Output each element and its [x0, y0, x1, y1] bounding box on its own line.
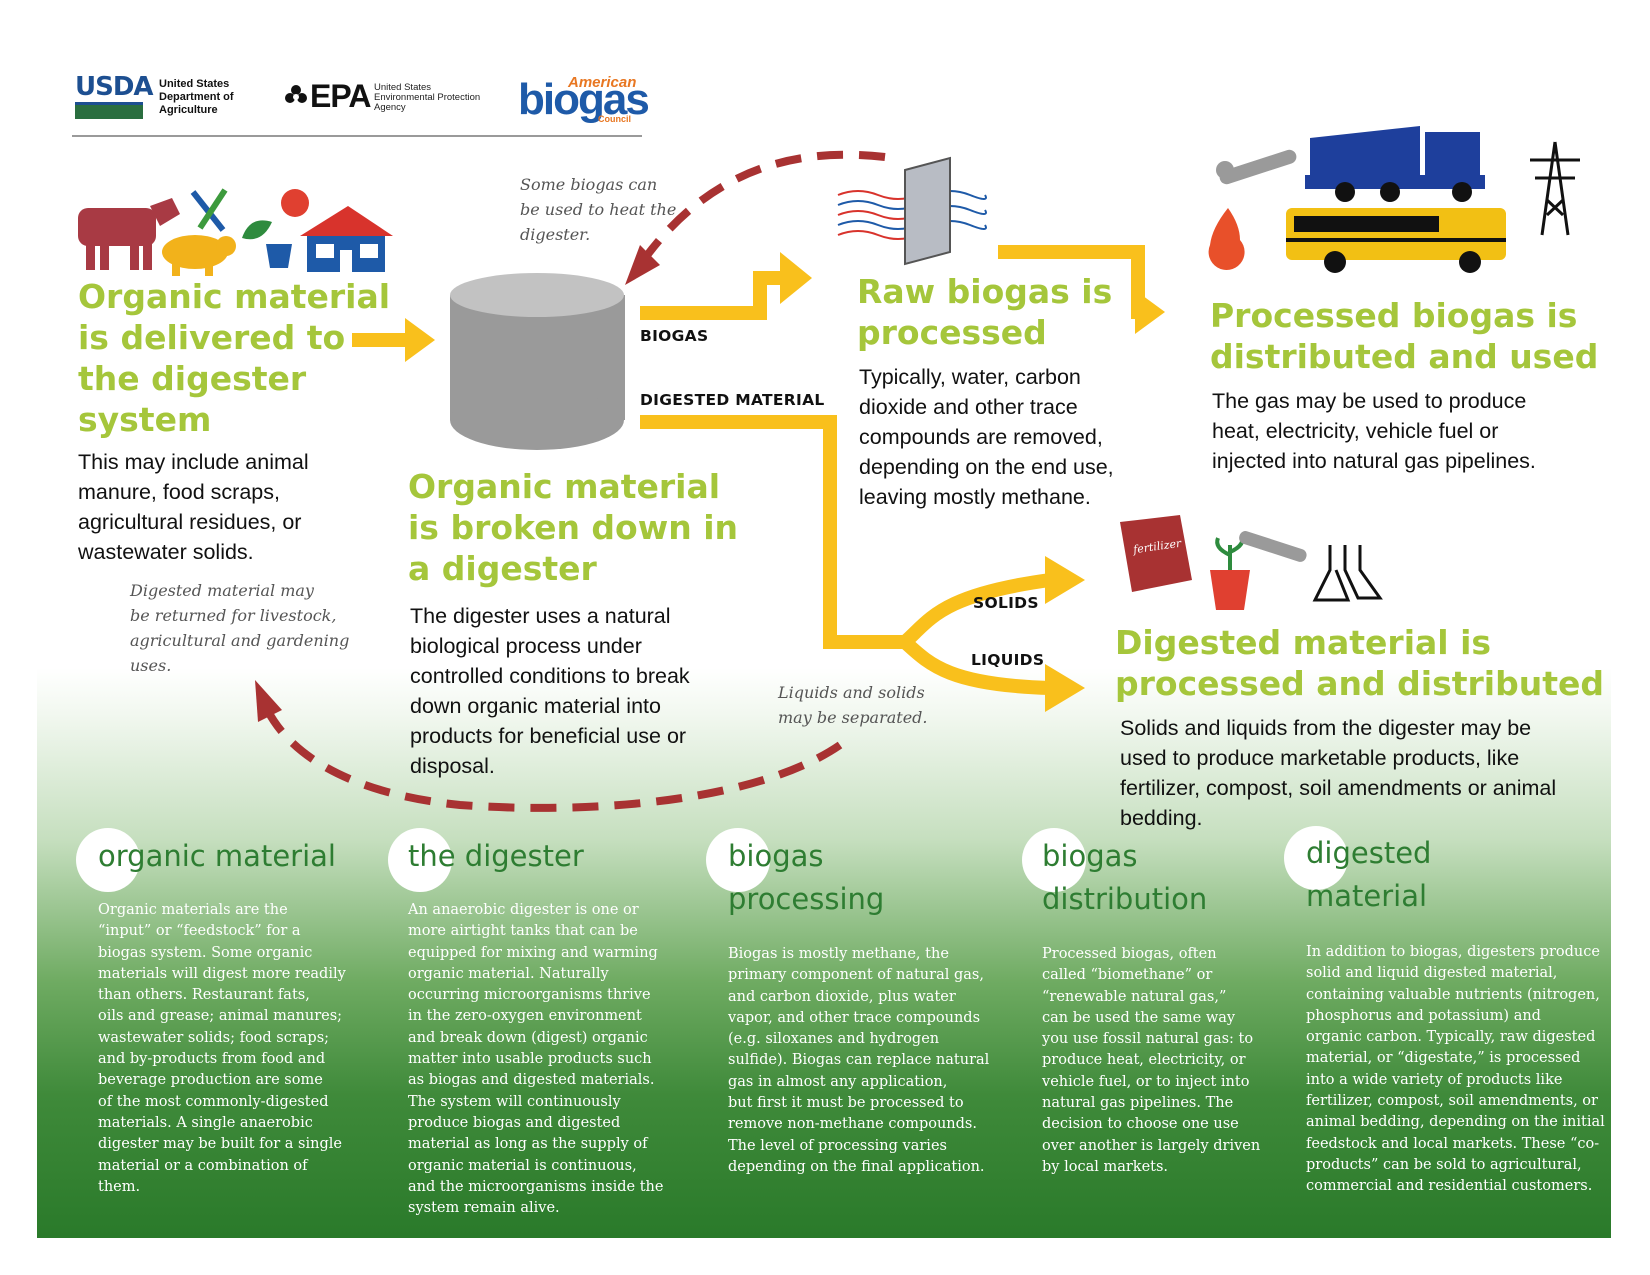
heat-return-arrow — [636, 150, 886, 268]
plant-pot-icon — [242, 220, 292, 268]
digested-material-column-title: digested material — [1306, 836, 1432, 913]
column-circle — [76, 828, 140, 892]
column-circle — [1284, 826, 1348, 890]
school-bus-icon — [1286, 208, 1506, 273]
epa-text: United States Environmental Protection A… — [374, 82, 481, 113]
solids-arrowhead — [1045, 556, 1085, 604]
liquids-branch-line — [900, 636, 1051, 695]
flame-icon — [1208, 208, 1245, 270]
heat-return-arrowhead — [625, 245, 660, 285]
cow-icon — [78, 198, 180, 270]
liquids-flow-label: LIQUIDS — [971, 651, 1045, 669]
usda-text: United States Department of Agriculture — [159, 78, 234, 116]
biogas-processing-column-title: biogas processing — [728, 839, 885, 916]
tomato-icon — [281, 189, 309, 217]
header-rule — [72, 135, 642, 137]
ab-council-text: Council — [598, 114, 631, 124]
digested-material-step-body: Solids and liquids from the digester may… — [1120, 716, 1557, 830]
fertilizer-bag-icon — [1120, 515, 1192, 592]
column-circle — [1022, 828, 1086, 892]
utensils-icon — [190, 188, 228, 232]
biogas-arrowhead — [780, 252, 812, 304]
raw-biogas-step-title: Raw biogas is processed — [857, 272, 1113, 352]
ab-biogas-text: biogas — [518, 75, 650, 124]
pig-icon — [162, 235, 236, 276]
material-return-arrowhead — [255, 680, 282, 722]
usda-mark: USDA — [75, 72, 154, 102]
processed-biogas-step-title: Processed biogas is distributed and used — [1210, 296, 1599, 376]
heat-note: Some biogas can be used to heat the dige… — [520, 175, 677, 244]
american-biogas-council-logo: American biogas Council — [518, 74, 650, 124]
house-icon — [300, 206, 393, 272]
biogas-distribution-column-title: biogas distribution — [1042, 839, 1208, 916]
digester-step-title: Organic material is broken down in a dig… — [408, 467, 738, 588]
digested-material-step-title: Digested material is processed and distr… — [1115, 623, 1604, 703]
digested-flow-label: DIGESTED MATERIAL — [640, 391, 825, 409]
organic-material-column-text: Organic materials are the “input” or “fe… — [98, 902, 346, 1195]
organic-step-title: Organic material is delivered to the dig… — [78, 277, 391, 439]
separated-note: Liquids and solids may be separated. — [778, 683, 928, 727]
digester-step-body: The digester uses a natural biological p… — [410, 604, 690, 778]
digested-material-column-text: In addition to biogas, digesters produce… — [1306, 944, 1605, 1195]
raw-biogas-step-body: Typically, water, carbon dioxide and oth… — [859, 365, 1114, 509]
pipe-icon-bottom — [1239, 531, 1307, 562]
column-circle — [388, 828, 452, 892]
returned-note: Digested material may be returned for li… — [130, 581, 350, 675]
lab-flasks-icon — [1312, 545, 1383, 602]
digested-flow-line — [640, 415, 905, 649]
organic-step-body: This may include animal manure, food scr… — [78, 450, 309, 564]
material-return-arrow — [261, 703, 843, 812]
dump-truck-icon — [1305, 126, 1485, 202]
organic-material-column-title: organic material — [98, 839, 336, 873]
pipe-icon-top — [1216, 149, 1297, 185]
biogas-distribution-column-text: Processed biogas, often called “biometha… — [1042, 946, 1261, 1175]
processed-biogas-step-body: The gas may be used to produce heat, ele… — [1212, 389, 1536, 473]
column-circle — [706, 828, 770, 892]
epa-mark: EPA — [310, 78, 371, 114]
epa-flower-icon — [285, 85, 307, 103]
biogas-flow-line — [640, 271, 790, 320]
liquids-arrowhead — [1045, 664, 1085, 712]
seedling-pot-icon — [1210, 533, 1250, 610]
feed-arrowhead — [405, 318, 435, 362]
solids-flow-label: SOLIDS — [973, 594, 1039, 612]
digester-tank-icon — [450, 273, 625, 450]
solids-branch-line — [900, 573, 1051, 648]
the-digester-column-text: An anaerobic digester is one or more air… — [408, 902, 664, 1217]
gas-filter-icon — [837, 156, 987, 266]
power-tower-icon — [1530, 141, 1580, 236]
usda-swoosh — [75, 102, 143, 119]
the-digester-column-title: the digester — [408, 839, 584, 873]
processed-arrowhead — [1135, 290, 1165, 334]
biogas-processing-column-text: Biogas is mostly methane, the primary co… — [728, 946, 990, 1175]
ab-american-text: American — [568, 74, 637, 91]
green-background-band — [37, 668, 1611, 1238]
biogas-flow-label: BIOGAS — [640, 327, 709, 345]
